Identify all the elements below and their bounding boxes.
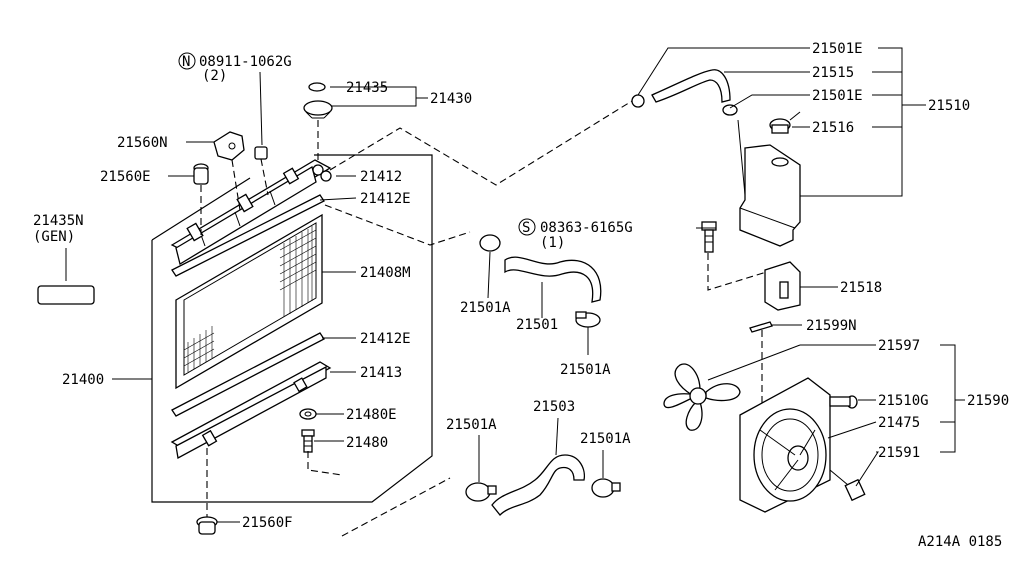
label-s-bolt-qty: (1) (540, 235, 565, 251)
emblem-plate (37, 285, 95, 305)
label-21560N: 21560N (117, 135, 168, 151)
fan-bolt (829, 395, 858, 409)
label-21510: 21510 (928, 98, 970, 114)
upper-tank (170, 159, 332, 266)
lower-tank (170, 361, 332, 460)
fan-blade (663, 363, 741, 431)
lower-mount-rubber (196, 448, 218, 535)
label-21501A-b1: 21501A (446, 417, 497, 433)
label-21560F: 21560F (242, 515, 293, 531)
label-21501: 21501 (516, 317, 558, 333)
upper-mount-rubber (193, 163, 209, 235)
label-21518: 21518 (840, 280, 882, 296)
label-n-bolt-qty: (2) (202, 68, 227, 84)
drain-plug (299, 408, 317, 453)
label-21412E-top: 21412E (360, 191, 411, 207)
s-mark: S (522, 220, 530, 236)
label-21480: 21480 (346, 435, 388, 451)
label-21516: 21516 (812, 120, 854, 136)
label-21560E: 21560E (100, 169, 151, 185)
label-21412: 21412 (360, 169, 402, 185)
overflow-hose (631, 69, 746, 196)
radiator-cap (303, 82, 333, 162)
label-n-bolt: 08911-1062G (199, 54, 292, 70)
tank-bolt (701, 221, 717, 253)
label-21599N: 21599N (806, 318, 857, 334)
label-21501A-left: 21501A (460, 300, 511, 316)
label-gen: (GEN) (33, 229, 75, 245)
leader-lines (168, 47, 965, 523)
label-21435N: 21435N (33, 213, 84, 229)
n-mark-circle (178, 52, 196, 70)
label-s-bolt: 08363-6165G (540, 220, 633, 236)
seal-strip-bottom (171, 332, 325, 417)
label-21591: 21591 (878, 445, 920, 461)
label-21510G: 21510G (878, 393, 929, 409)
fan-assembly (739, 377, 866, 513)
radiator-core (175, 213, 323, 390)
label-21475: 21475 (878, 415, 920, 431)
label-21501A-mid: 21501A (560, 362, 611, 378)
label-21501E-top: 21501E (812, 41, 863, 57)
label-21501A-b2: 21501A (580, 431, 631, 447)
tank-bracket (764, 261, 801, 311)
caution-label (749, 321, 773, 333)
connection-lines (307, 95, 787, 537)
upper-hose (479, 234, 602, 328)
n-mark: N (182, 54, 190, 70)
label-21435: 21435 (346, 80, 388, 96)
label-21413: 21413 (360, 365, 402, 381)
seal-strip-top (171, 194, 325, 277)
part-labels: N 08911-1062G (2) 21435 21430 21560N 215… (33, 41, 1009, 550)
footer-code: A214A 0185 (918, 534, 1002, 550)
label-21515: 21515 (812, 65, 854, 81)
label-21400: 21400 (62, 372, 104, 388)
label-21408M: 21408M (360, 265, 411, 281)
upper-bracket (213, 131, 269, 211)
label-21412E-bottom: 21412E (360, 331, 411, 347)
label-21597: 21597 (878, 338, 920, 354)
label-21590: 21590 (967, 393, 1009, 409)
label-21503: 21503 (533, 399, 575, 415)
reservoir-tank (739, 111, 801, 247)
label-21480E: 21480E (346, 407, 397, 423)
s-mark-circle (518, 218, 536, 236)
label-21501E-mid: 21501E (812, 88, 863, 104)
lower-hose (465, 454, 621, 516)
label-21430: 21430 (430, 91, 472, 107)
